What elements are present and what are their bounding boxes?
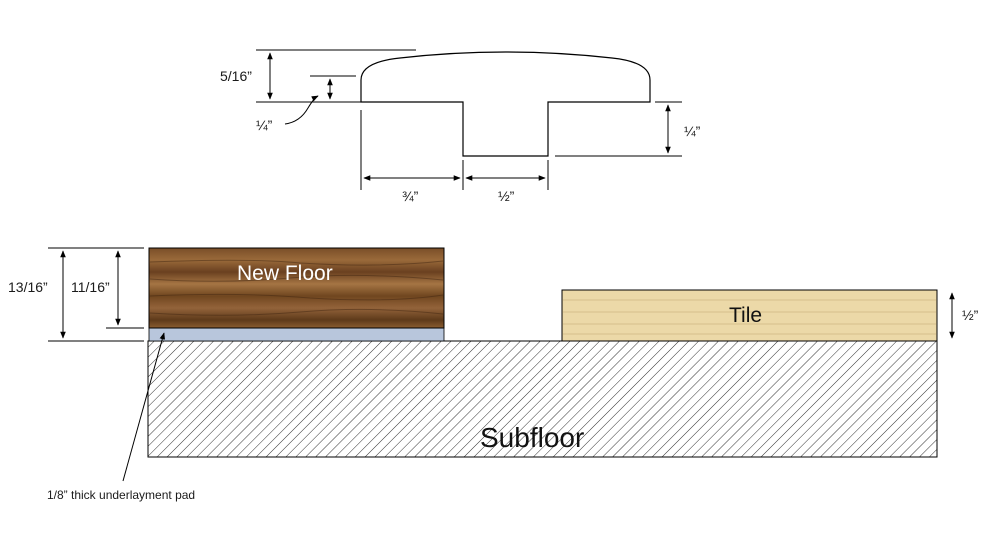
profile-dimension-arrows	[267, 52, 671, 181]
dim-label-lip: ¼”	[256, 117, 273, 133]
floor-dimension-arrows	[60, 250, 955, 482]
t-molding-profile	[360, 51, 651, 157]
subfloor-label: Subfloor	[480, 422, 584, 453]
tile-board: Tile	[561, 289, 938, 342]
dim-label-floor: 11/16”	[71, 279, 110, 295]
underlayment-note: 1/8” thick underlayment pad	[47, 488, 195, 502]
profile-extension-lines	[256, 49, 682, 190]
dim-label-tile: ½”	[962, 307, 979, 323]
dim-label-flange: ¾”	[402, 188, 419, 204]
dim-label-stem-depth: ¼”	[684, 123, 701, 139]
underlayment-leader-line	[122, 332, 166, 482]
floor-extension-lines	[48, 247, 144, 342]
underlayment-pad	[148, 327, 445, 342]
subfloor	[147, 340, 938, 458]
lip-leader-line	[284, 95, 319, 125]
tile-label: Tile	[729, 304, 762, 327]
dim-label-stem-width: ½”	[498, 188, 515, 204]
new-floor-label: New Floor	[237, 262, 333, 285]
new-floor-board: New Floor	[148, 247, 445, 329]
dim-label-total: 13/16”	[8, 279, 48, 295]
t-molding-outline	[360, 51, 651, 157]
dim-label-top-total: 5/16”	[220, 68, 252, 84]
